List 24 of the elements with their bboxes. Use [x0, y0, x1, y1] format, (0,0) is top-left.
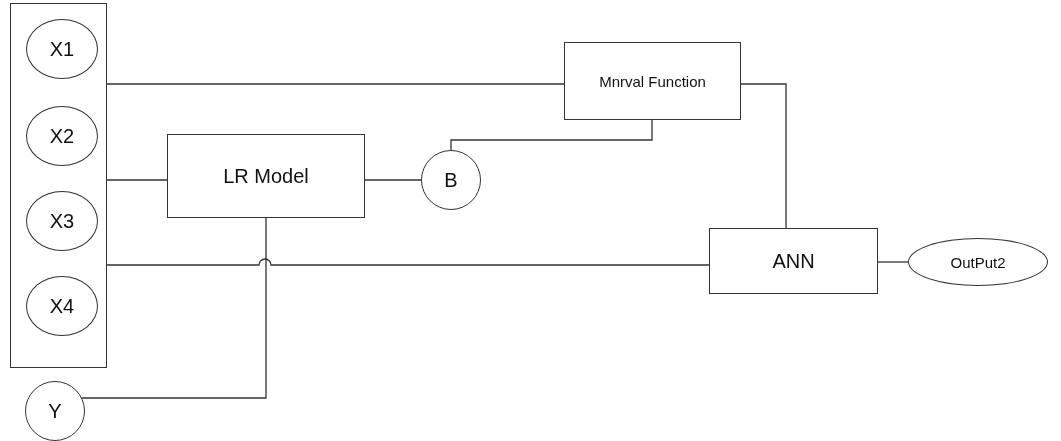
node-label: B: [444, 168, 458, 192]
connector-line: [106, 179, 168, 181]
node-label: X3: [49, 209, 75, 233]
process-box: [709, 228, 878, 294]
node-label: LR Model: [223, 164, 309, 188]
connector-line: [877, 261, 909, 263]
process-box: [167, 134, 365, 218]
node-label: X4: [49, 294, 75, 318]
node-label: OutPut2: [950, 253, 1006, 271]
connector-line: [740, 83, 787, 229]
ellipse-node: [421, 150, 481, 210]
node-label: X1: [49, 37, 75, 61]
ellipse-node: [25, 381, 85, 441]
connector-line: [364, 179, 422, 181]
connector-line: [450, 119, 653, 151]
node-label: Y: [48, 399, 62, 423]
connector-line: [106, 258, 710, 266]
node-label: X2: [49, 124, 75, 148]
container-box: [10, 3, 107, 368]
node-label: Mnrval Function: [599, 72, 706, 90]
connector-line: [106, 83, 565, 85]
connector-line: [81, 217, 267, 399]
node-label: ANN: [772, 249, 815, 273]
process-box: [564, 42, 741, 120]
